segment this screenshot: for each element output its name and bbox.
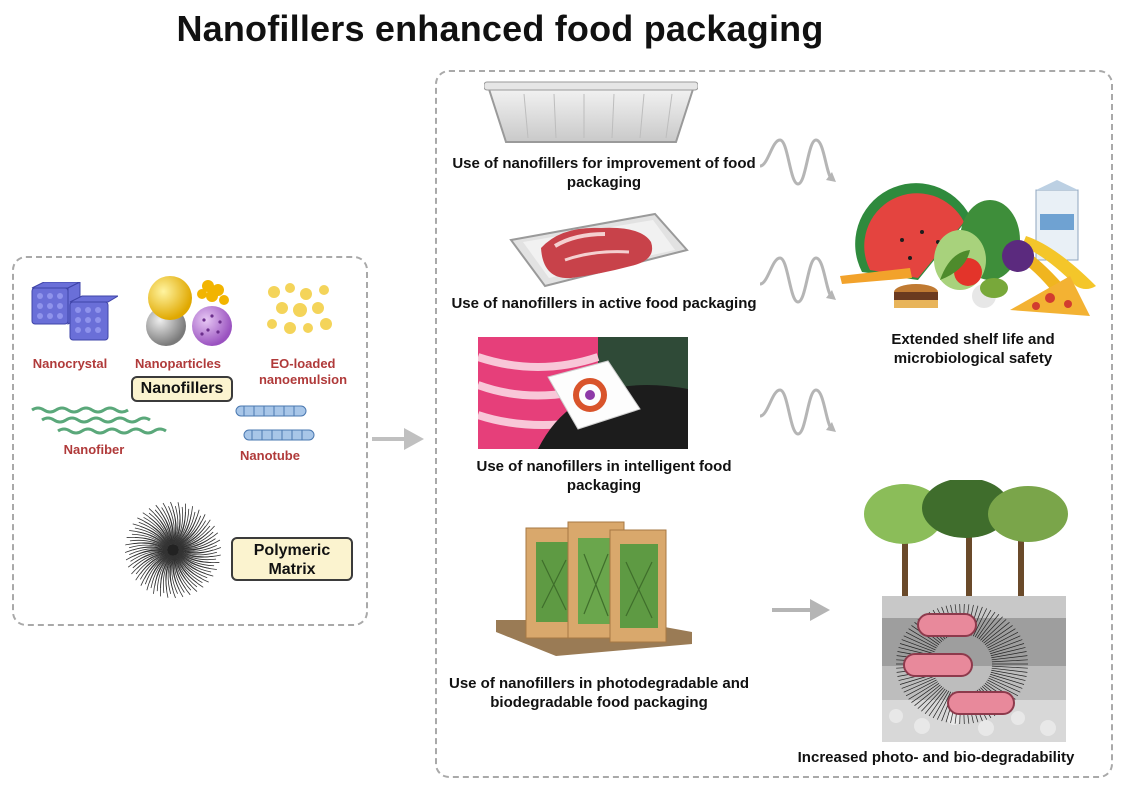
applications-panel — [435, 70, 1113, 778]
nanotube-illustration — [235, 405, 315, 441]
diagram-title: Nanofillers enhanced food packaging — [176, 8, 824, 49]
nanoparticles-label: Nanoparticles — [135, 356, 221, 371]
nanofillers-panel — [12, 256, 368, 626]
eo-loaded-label: EO-loaded nanoemulsion — [258, 356, 348, 387]
intelligent-packaging-illustration — [478, 337, 688, 449]
trees-soil-illustration — [864, 480, 1068, 742]
wavy-arrow-icon — [759, 388, 836, 436]
biodegradable-bags-illustration — [496, 521, 692, 656]
wavy-arrow-icon — [759, 256, 836, 304]
application-caption-active: Use of nanofillers in active food packag… — [451, 295, 757, 312]
application-caption-intelligent: Use of nanofillers in intelligent food p… — [476, 458, 732, 494]
nanoparticles-illustration — [146, 276, 232, 346]
nanocrystal-label: Nanocrystal — [32, 356, 108, 371]
application-caption-improvement: Use of nanofillers for improvement of fo… — [452, 155, 756, 191]
nanofiber-label: Nanofiber — [63, 442, 125, 457]
straight-arrow-icon — [772, 599, 830, 621]
plastic-tray-illustration — [484, 81, 698, 143]
nanoemulsion-illustration — [267, 283, 332, 334]
nanofillers-tag: Nanofillers — [131, 376, 233, 402]
food-collage-illustration — [840, 180, 1096, 316]
polymeric-matrix-tag: Polymeric Matrix — [231, 537, 353, 581]
meat-tray-illustration — [509, 212, 689, 288]
nanocrystal-illustration — [31, 282, 118, 341]
outcome-degradability: Increased photo- and bio-degradability — [797, 749, 1075, 766]
outcome-shelf-life: Extended shelf life and microbiological … — [891, 331, 1055, 367]
flow-arrow-icon — [372, 428, 424, 450]
wavy-arrow-icon — [759, 138, 836, 186]
polymeric-matrix-illustration — [124, 501, 222, 599]
nanotube-label: Nanotube — [240, 448, 300, 463]
application-caption-biodegradable: Use of nanofillers in photodegradable an… — [448, 675, 750, 711]
nanofiber-illustration — [31, 406, 167, 435]
